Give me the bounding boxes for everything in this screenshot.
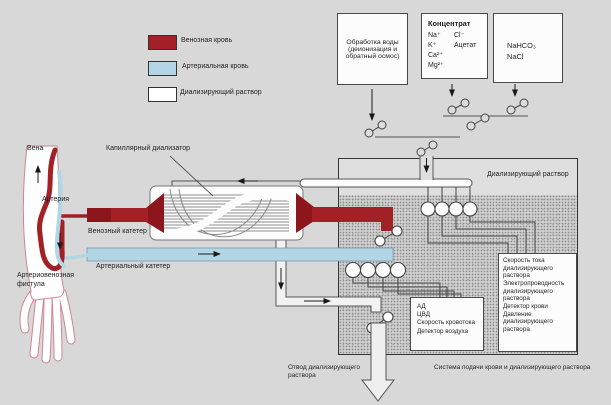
vein-label: Вена xyxy=(27,145,44,152)
monitor-pressure: Давление диализирующего раствора xyxy=(503,310,553,334)
legend-swatch-venous xyxy=(148,35,177,50)
ion-na: Na⁺ xyxy=(428,32,441,39)
monitor-blood-flow: Скорость кровотока xyxy=(417,319,476,327)
pump-icon xyxy=(364,120,387,138)
drain-label: Отвод диализирующего раствора xyxy=(288,364,360,380)
dialyzer-left-cone xyxy=(146,193,164,233)
ion-mg: Mg²⁺ xyxy=(428,62,444,70)
fistula-label: Артериовенозная фистула xyxy=(17,272,75,288)
artery-label: Артерия xyxy=(42,196,70,203)
water-line2: (деионизация и xyxy=(347,45,398,53)
legend-label-venous: Венозная кровь xyxy=(181,37,233,44)
water-treatment-box: Обработка воды (деионизация и обратный о… xyxy=(337,13,408,85)
water-line3: обратный осмос) xyxy=(345,52,400,60)
monitor-conductivity: Электропроводность диализирующего раство… xyxy=(503,280,565,303)
ion-cl: Cl⁻ xyxy=(454,32,465,39)
artery-vessel xyxy=(54,170,66,268)
dialyzer-label-pointer xyxy=(169,155,214,197)
arterial-catheter-label: Артериальный катетер xyxy=(96,263,171,270)
capillary-dialyzer xyxy=(146,185,314,241)
monitor-cvd: ЦВД xyxy=(417,311,430,319)
pump-icon xyxy=(447,98,470,115)
monitor-blood-detector: Детектор крови xyxy=(503,303,548,311)
system-caption: Система подачи крови и диализирующего ра… xyxy=(434,364,591,371)
legend-swatch-arterial xyxy=(148,61,177,76)
pump-icon xyxy=(506,98,529,115)
monitor-air-detector: Детектор воздуха xyxy=(417,327,469,335)
concentrate-title: Концентрат xyxy=(428,19,471,28)
dialyzer-label: Капиллярный диализатор xyxy=(106,145,191,152)
ion-ca: Ca²⁺ xyxy=(428,52,443,60)
monitor-ad: АД xyxy=(417,303,426,310)
concentrate-box: Концентрат Na⁺ Cl⁻ K⁺ Ацетат Ca²⁺ Mg²⁺ xyxy=(421,13,488,79)
blood-monitors-box: АД ЦВД Скорость кровотока Детектор возду… xyxy=(410,297,484,351)
salt-nahco3: NaHCO₃ xyxy=(507,41,536,50)
dialyzer-right-cone xyxy=(296,193,314,233)
salt-nacl: NaCl xyxy=(507,52,524,62)
pump-icon xyxy=(466,113,490,131)
legend-swatch-dialysate xyxy=(148,87,177,102)
venous-catheter-label: Венозный катетер xyxy=(88,228,147,235)
legend-label-dialysate: Диализирующий раствор xyxy=(180,89,262,96)
vein-vessel xyxy=(37,147,65,272)
legend-label-arterial: Артериальная кровь xyxy=(182,63,249,70)
ion-acetate: Ацетат xyxy=(454,42,477,50)
monitor-flow-rate: Скорость тока диализирующего раствора xyxy=(503,257,553,280)
arm-illustration xyxy=(19,145,76,364)
feed-pumps xyxy=(364,84,529,157)
machine-solution-label: Диализирующий раствор xyxy=(487,171,569,178)
pump-icon xyxy=(416,140,438,157)
salts-box: NaHCO₃ NaCl xyxy=(493,13,563,83)
dialysate-monitors-box: Скорость тока диализирующего раствора Эл… xyxy=(498,253,577,352)
ion-k: K⁺ xyxy=(428,42,437,50)
water-line1: Обработка воды xyxy=(346,38,399,46)
